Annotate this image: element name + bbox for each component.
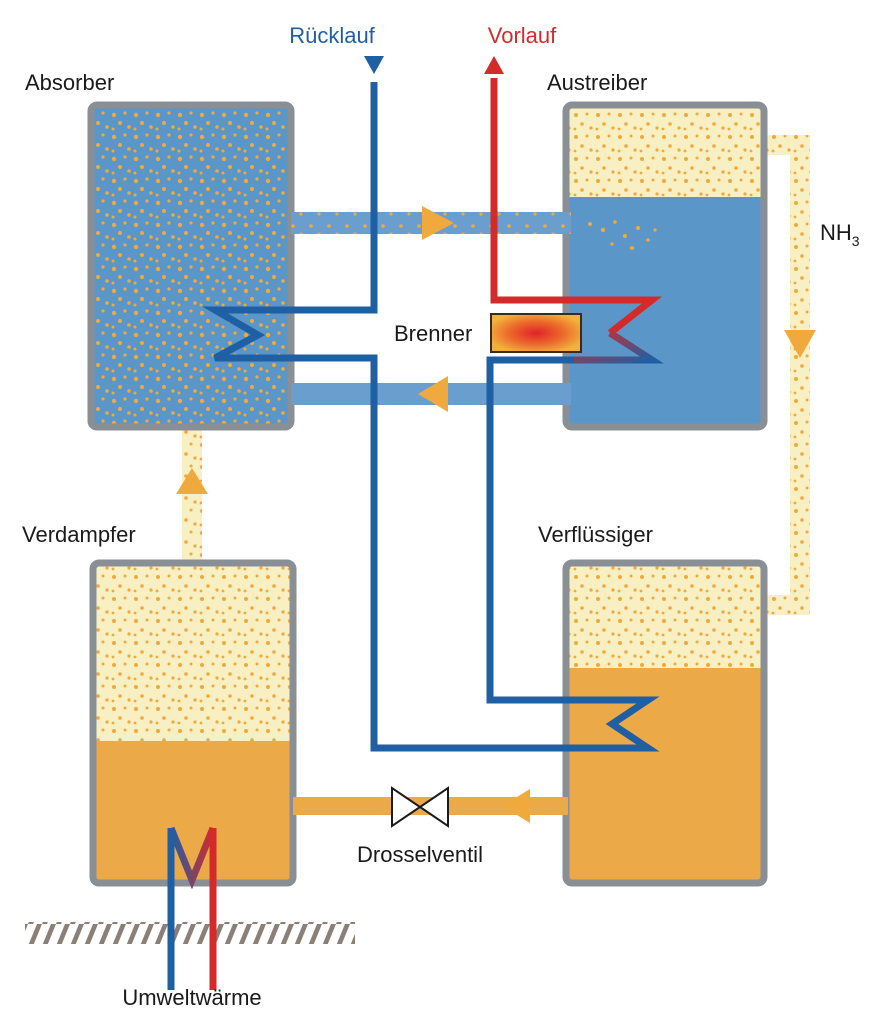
nh3-vapor-line bbox=[755, 135, 810, 615]
umweltwaerme-label: Umweltwärme bbox=[122, 985, 261, 1010]
absorber-label: Absorber bbox=[25, 70, 114, 95]
vorlauf-label: Vorlauf bbox=[488, 23, 557, 48]
austreiber-vessel bbox=[562, 101, 768, 431]
verfluessiger-label: Verflüssiger bbox=[538, 522, 653, 547]
ruecklauf-arrow-icon bbox=[364, 56, 384, 74]
bubble-spray bbox=[588, 220, 657, 250]
vorlauf-arrow-icon bbox=[484, 56, 504, 74]
drosselventil-label: Drosselventil bbox=[357, 842, 483, 867]
umweltwaerme-coil bbox=[167, 826, 217, 890]
drosselventil-valve-icon bbox=[391, 786, 449, 828]
nh3-down-arrow-icon bbox=[784, 330, 816, 358]
austreiber-label: Austreiber bbox=[547, 70, 647, 95]
vorlauf-pipe bbox=[490, 78, 663, 336]
liquid-left-arrow-icon bbox=[502, 789, 530, 823]
absorber-vessel bbox=[87, 101, 295, 431]
nh3-label: NH3 bbox=[820, 220, 860, 249]
ruecklauf-pipe bbox=[202, 82, 660, 752]
verfluessiger-vessel bbox=[562, 559, 768, 887]
brenner-coil-transition bbox=[574, 330, 664, 364]
ruecklauf-label: Rücklauf bbox=[289, 23, 375, 48]
vapor-up-arrow-icon bbox=[176, 468, 208, 494]
poor-solution-arrow-icon bbox=[418, 376, 448, 412]
brenner-label: Brenner bbox=[394, 321, 472, 346]
nh3-label-base: NH bbox=[820, 220, 852, 245]
vapor-line-verdampfer-absorber bbox=[182, 420, 202, 570]
rich-solution-arrow-icon bbox=[422, 206, 454, 240]
burner bbox=[490, 313, 582, 353]
verdampfer-vessel bbox=[89, 559, 297, 887]
nh3-label-subscript: 3 bbox=[852, 233, 860, 249]
ground-hatch bbox=[25, 922, 355, 944]
verdampfer-label: Verdampfer bbox=[22, 522, 136, 547]
